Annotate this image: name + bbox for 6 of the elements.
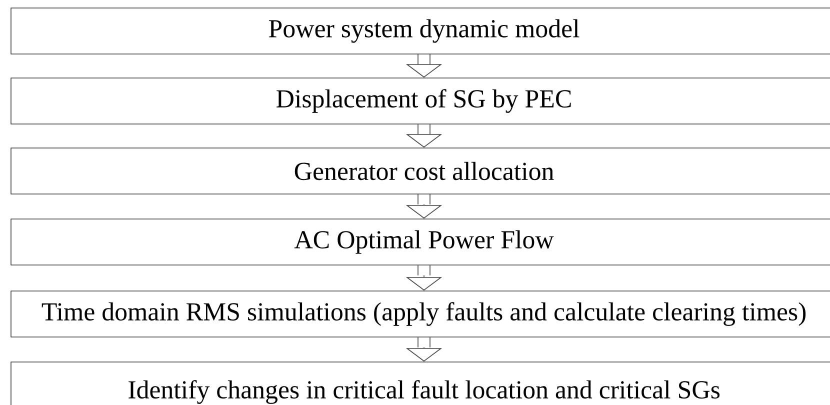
process-box: Identify changes in critical fault location and critical SGs [10,362,830,405]
process-box: Generator cost allocation [10,148,830,194]
process-box: Power system dynamic model [10,8,830,54]
process-box: Displacement of SG by PEC [10,78,830,124]
process-box: Time domain RMS simulations (apply faults and calculate clearing times) [10,290,830,338]
process-box: AC Optimal Power Flow [10,218,830,266]
